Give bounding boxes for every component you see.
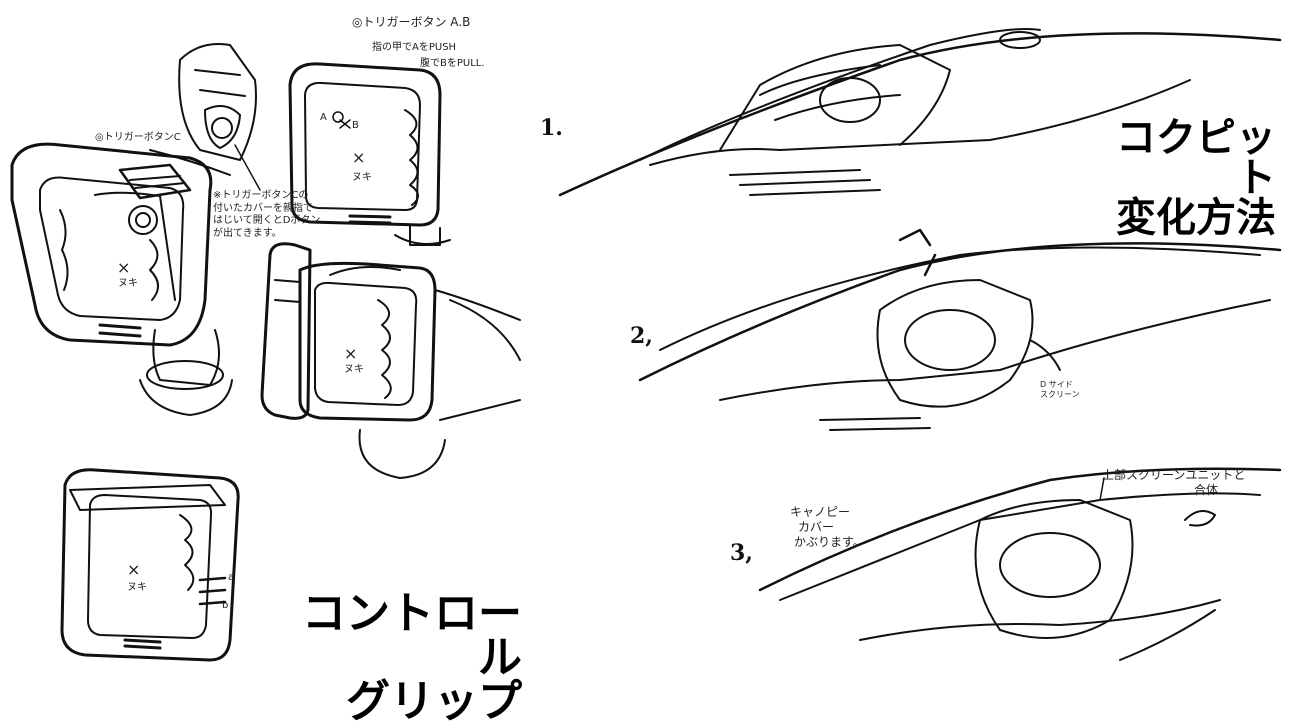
note-canopy: キャノピー カバー かぶります。: [790, 505, 865, 550]
note-cover-line2: 付いたカバーを親指で: [213, 202, 313, 214]
nuki-grip3: ヌキ: [344, 364, 364, 375]
step-number-3: 3,: [730, 540, 753, 566]
note-cover-line4: が出てきます。: [213, 227, 282, 239]
note-side-screen-line2: スクリーン: [1040, 390, 1080, 399]
step-number-1: 1.: [540, 115, 563, 141]
cockpit-title-line1: コクピット: [1116, 115, 1276, 201]
note-canopy-line3: かぶります。: [794, 535, 865, 549]
grip-drawing-left: [10, 142, 233, 416]
grip-title: コントロール グリップ: [290, 592, 522, 724]
nuki-grip4: ヌキ: [127, 582, 147, 593]
note-upper-unit-line1: 上部スクリーンユニットと: [1102, 468, 1246, 482]
grip-drawing-top: [149, 43, 261, 191]
cockpit-drawing-3: [758, 467, 1282, 661]
cockpit-drawing-2: [638, 228, 1282, 431]
note-cover: ※トリガーボタンCの 付いたカバーを親指で はじいて開くとDボタン が出てきます…: [213, 190, 320, 240]
grip-drawing-bottom: [60, 468, 240, 662]
note-canopy-line1: キャノピー: [790, 505, 851, 519]
cockpit-drawing-1: [558, 28, 1282, 197]
x-mark-grip2: ×: [352, 148, 366, 167]
label-a: A: [320, 112, 327, 123]
nuki-grip1: ヌキ: [118, 278, 138, 289]
label-a-small: a: [228, 572, 235, 583]
note-finger-b: 腹でBをPULL.: [420, 58, 485, 69]
note-upper-unit: 上部スクリーンユニットと 合体: [1102, 468, 1245, 498]
grip-title-line1: コントロール: [302, 588, 522, 683]
cockpit-title-line2: 変化方法: [1116, 195, 1276, 241]
note-side-screen-line1: D サイド: [1040, 380, 1073, 389]
note-side-screen: D サイド スクリーン: [1040, 380, 1080, 400]
step-number-2: 2,: [630, 323, 653, 349]
label-b: B: [352, 120, 359, 131]
x-mark-grip4: ×: [127, 560, 141, 579]
note-upper-unit-line2: 合体: [1194, 483, 1219, 497]
nuki-grip2: ヌキ: [352, 172, 372, 183]
note-cover-line3: はじいて開くとDボタン: [213, 215, 321, 226]
note-finger-a: 指の甲でAをPUSH: [372, 42, 457, 53]
grip-drawing-center-mid: [260, 242, 521, 479]
note-trigger-c: ◎トリガーボタンC: [95, 132, 181, 143]
label-b-small: b: [222, 600, 229, 611]
cockpit-title: コクピット 変化方法: [1080, 118, 1276, 238]
grip-drawing-center-top: [288, 62, 451, 246]
note-canopy-line2: カバー: [798, 520, 835, 534]
x-mark-grip1: ×: [117, 258, 131, 277]
note-cover-line1: ※トリガーボタンCの: [213, 190, 309, 201]
x-mark-grip3: ×: [344, 344, 358, 363]
line-art-canvas: [10, 28, 1282, 662]
note-trigger-ab: ◎トリガーボタン A.B: [352, 15, 471, 29]
grip-title-line2: グリップ: [346, 676, 522, 727]
